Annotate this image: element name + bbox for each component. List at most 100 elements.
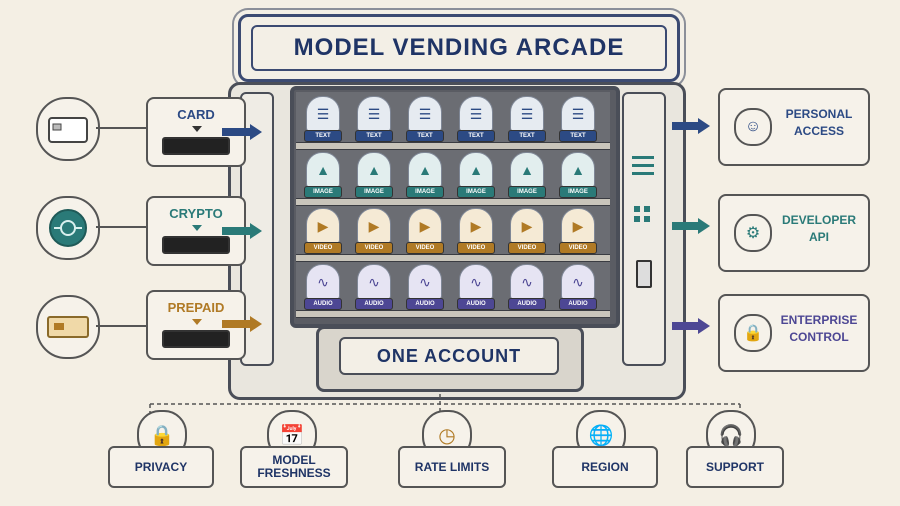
pod-label: TEXT bbox=[355, 130, 393, 142]
machine-control-panel bbox=[622, 92, 666, 366]
image-model-pod[interactable]: ▲IMAGE bbox=[355, 152, 393, 200]
text-model-pod[interactable]: ☰TEXT bbox=[304, 96, 342, 144]
video-icon: ▶ bbox=[459, 208, 493, 244]
connector-line bbox=[96, 325, 148, 327]
prepaid-ticket-icon bbox=[36, 295, 100, 359]
panel-line bbox=[632, 164, 654, 167]
audio-model-pod[interactable]: ∿AUDIO bbox=[457, 264, 495, 312]
pod-label: AUDIO bbox=[304, 298, 342, 310]
text-icon: ☰ bbox=[357, 96, 391, 132]
audio-icon: ∿ bbox=[408, 264, 442, 300]
arrow-right-icon bbox=[222, 316, 262, 332]
connector-line bbox=[96, 127, 148, 129]
pod-label: AUDIO bbox=[508, 298, 546, 310]
crypto-chip-icon bbox=[36, 196, 100, 260]
video-icon: ▶ bbox=[357, 208, 391, 244]
text-model-pod[interactable]: ☰TEXT bbox=[406, 96, 444, 144]
pod-label: IMAGE bbox=[355, 186, 393, 198]
chevron-down-icon bbox=[192, 225, 202, 231]
video-model-pod[interactable]: ▶VIDEO bbox=[559, 208, 597, 256]
keypad-key[interactable] bbox=[644, 206, 650, 212]
pod-label: AUDIO bbox=[457, 298, 495, 310]
arrow-right-icon bbox=[222, 223, 262, 239]
text-icon: ☰ bbox=[510, 96, 544, 132]
video-icon: ▶ bbox=[306, 208, 340, 244]
feature-region[interactable]: REGION bbox=[552, 446, 658, 488]
pod-label: TEXT bbox=[457, 130, 495, 142]
feature-privacy[interactable]: PRIVACY bbox=[108, 446, 214, 488]
product-shelves: ☰TEXT☰TEXT☰TEXT☰TEXT☰TEXT☰TEXT▲IMAGE▲IMA… bbox=[296, 92, 610, 318]
pod-label: VIDEO bbox=[304, 242, 342, 254]
shelf-rail bbox=[296, 310, 610, 318]
arrow-right-icon bbox=[672, 118, 710, 134]
payment-label-card: CARD bbox=[177, 107, 215, 122]
image-model-pod[interactable]: ▲IMAGE bbox=[406, 152, 444, 200]
gear-icon: ⚙ bbox=[734, 214, 772, 252]
audio-model-pod[interactable]: ∿AUDIO bbox=[355, 264, 393, 312]
text-icon: ☰ bbox=[459, 96, 493, 132]
pod-label: TEXT bbox=[406, 130, 444, 142]
pod-label: VIDEO bbox=[508, 242, 546, 254]
image-model-pod[interactable]: ▲IMAGE bbox=[457, 152, 495, 200]
dispense-tray: ONE ACCOUNT bbox=[316, 326, 584, 392]
image-icon: ▲ bbox=[408, 152, 442, 188]
image-model-pod[interactable]: ▲IMAGE bbox=[508, 152, 546, 200]
feature-support[interactable]: SUPPORT bbox=[686, 446, 784, 488]
feature-rate-limits[interactable]: RATE LIMITS bbox=[398, 446, 506, 488]
audio-model-pod[interactable]: ∿AUDIO bbox=[559, 264, 597, 312]
video-model-pod[interactable]: ▶VIDEO bbox=[508, 208, 546, 256]
card-slot[interactable] bbox=[162, 137, 230, 155]
audio-icon: ∿ bbox=[306, 264, 340, 300]
coin-slot[interactable] bbox=[636, 260, 652, 288]
prepaid-slot[interactable] bbox=[162, 330, 230, 348]
keypad-key[interactable] bbox=[644, 216, 650, 222]
pod-label: IMAGE bbox=[559, 186, 597, 198]
video-model-pod[interactable]: ▶VIDEO bbox=[304, 208, 342, 256]
pod-label: AUDIO bbox=[406, 298, 444, 310]
text-model-pod[interactable]: ☰TEXT bbox=[508, 96, 546, 144]
pod-label: TEXT bbox=[559, 130, 597, 142]
text-model-pod[interactable]: ☰TEXT bbox=[457, 96, 495, 144]
keypad-key[interactable] bbox=[634, 216, 640, 222]
text-model-pod[interactable]: ☰TEXT bbox=[355, 96, 393, 144]
video-icon: ▶ bbox=[510, 208, 544, 244]
audio-icon: ∿ bbox=[459, 264, 493, 300]
crypto-slot[interactable] bbox=[162, 236, 230, 254]
chevron-down-icon bbox=[192, 126, 202, 132]
audio-model-pod[interactable]: ∿AUDIO bbox=[304, 264, 342, 312]
image-model-pod[interactable]: ▲IMAGE bbox=[559, 152, 597, 200]
audio-model-pod[interactable]: ∿AUDIO bbox=[508, 264, 546, 312]
keypad-key[interactable] bbox=[634, 206, 640, 212]
payment-label-prepaid: PREPAID bbox=[167, 300, 225, 315]
credit-card-icon bbox=[36, 97, 100, 161]
pod-label: VIDEO bbox=[355, 242, 393, 254]
title-banner: MODEL VENDING ARCADE bbox=[238, 14, 680, 82]
audio-icon: ∿ bbox=[510, 264, 544, 300]
audio-model-pod[interactable]: ∿AUDIO bbox=[406, 264, 444, 312]
image-model-pod[interactable]: ▲IMAGE bbox=[304, 152, 342, 200]
video-model-pod[interactable]: ▶VIDEO bbox=[457, 208, 495, 256]
person-icon: ☺ bbox=[734, 108, 772, 146]
video-model-pod[interactable]: ▶VIDEO bbox=[406, 208, 444, 256]
text-icon: ☰ bbox=[306, 96, 340, 132]
audio-icon: ∿ bbox=[561, 264, 595, 300]
page-title: MODEL VENDING ARCADE bbox=[251, 25, 667, 71]
payment-label-crypto: CRYPTO bbox=[169, 206, 223, 221]
image-icon: ▲ bbox=[357, 152, 391, 188]
arrow-right-icon bbox=[672, 318, 710, 334]
image-icon: ▲ bbox=[306, 152, 340, 188]
pod-label: IMAGE bbox=[457, 186, 495, 198]
pod-label: IMAGE bbox=[406, 186, 444, 198]
video-model-pod[interactable]: ▶VIDEO bbox=[355, 208, 393, 256]
arrow-right-icon bbox=[672, 218, 710, 234]
shield-lock-icon: 🔒 bbox=[734, 314, 772, 352]
text-model-pod[interactable]: ☰TEXT bbox=[559, 96, 597, 144]
account-label: ONE ACCOUNT bbox=[339, 337, 559, 375]
shelf-rail bbox=[296, 142, 610, 150]
